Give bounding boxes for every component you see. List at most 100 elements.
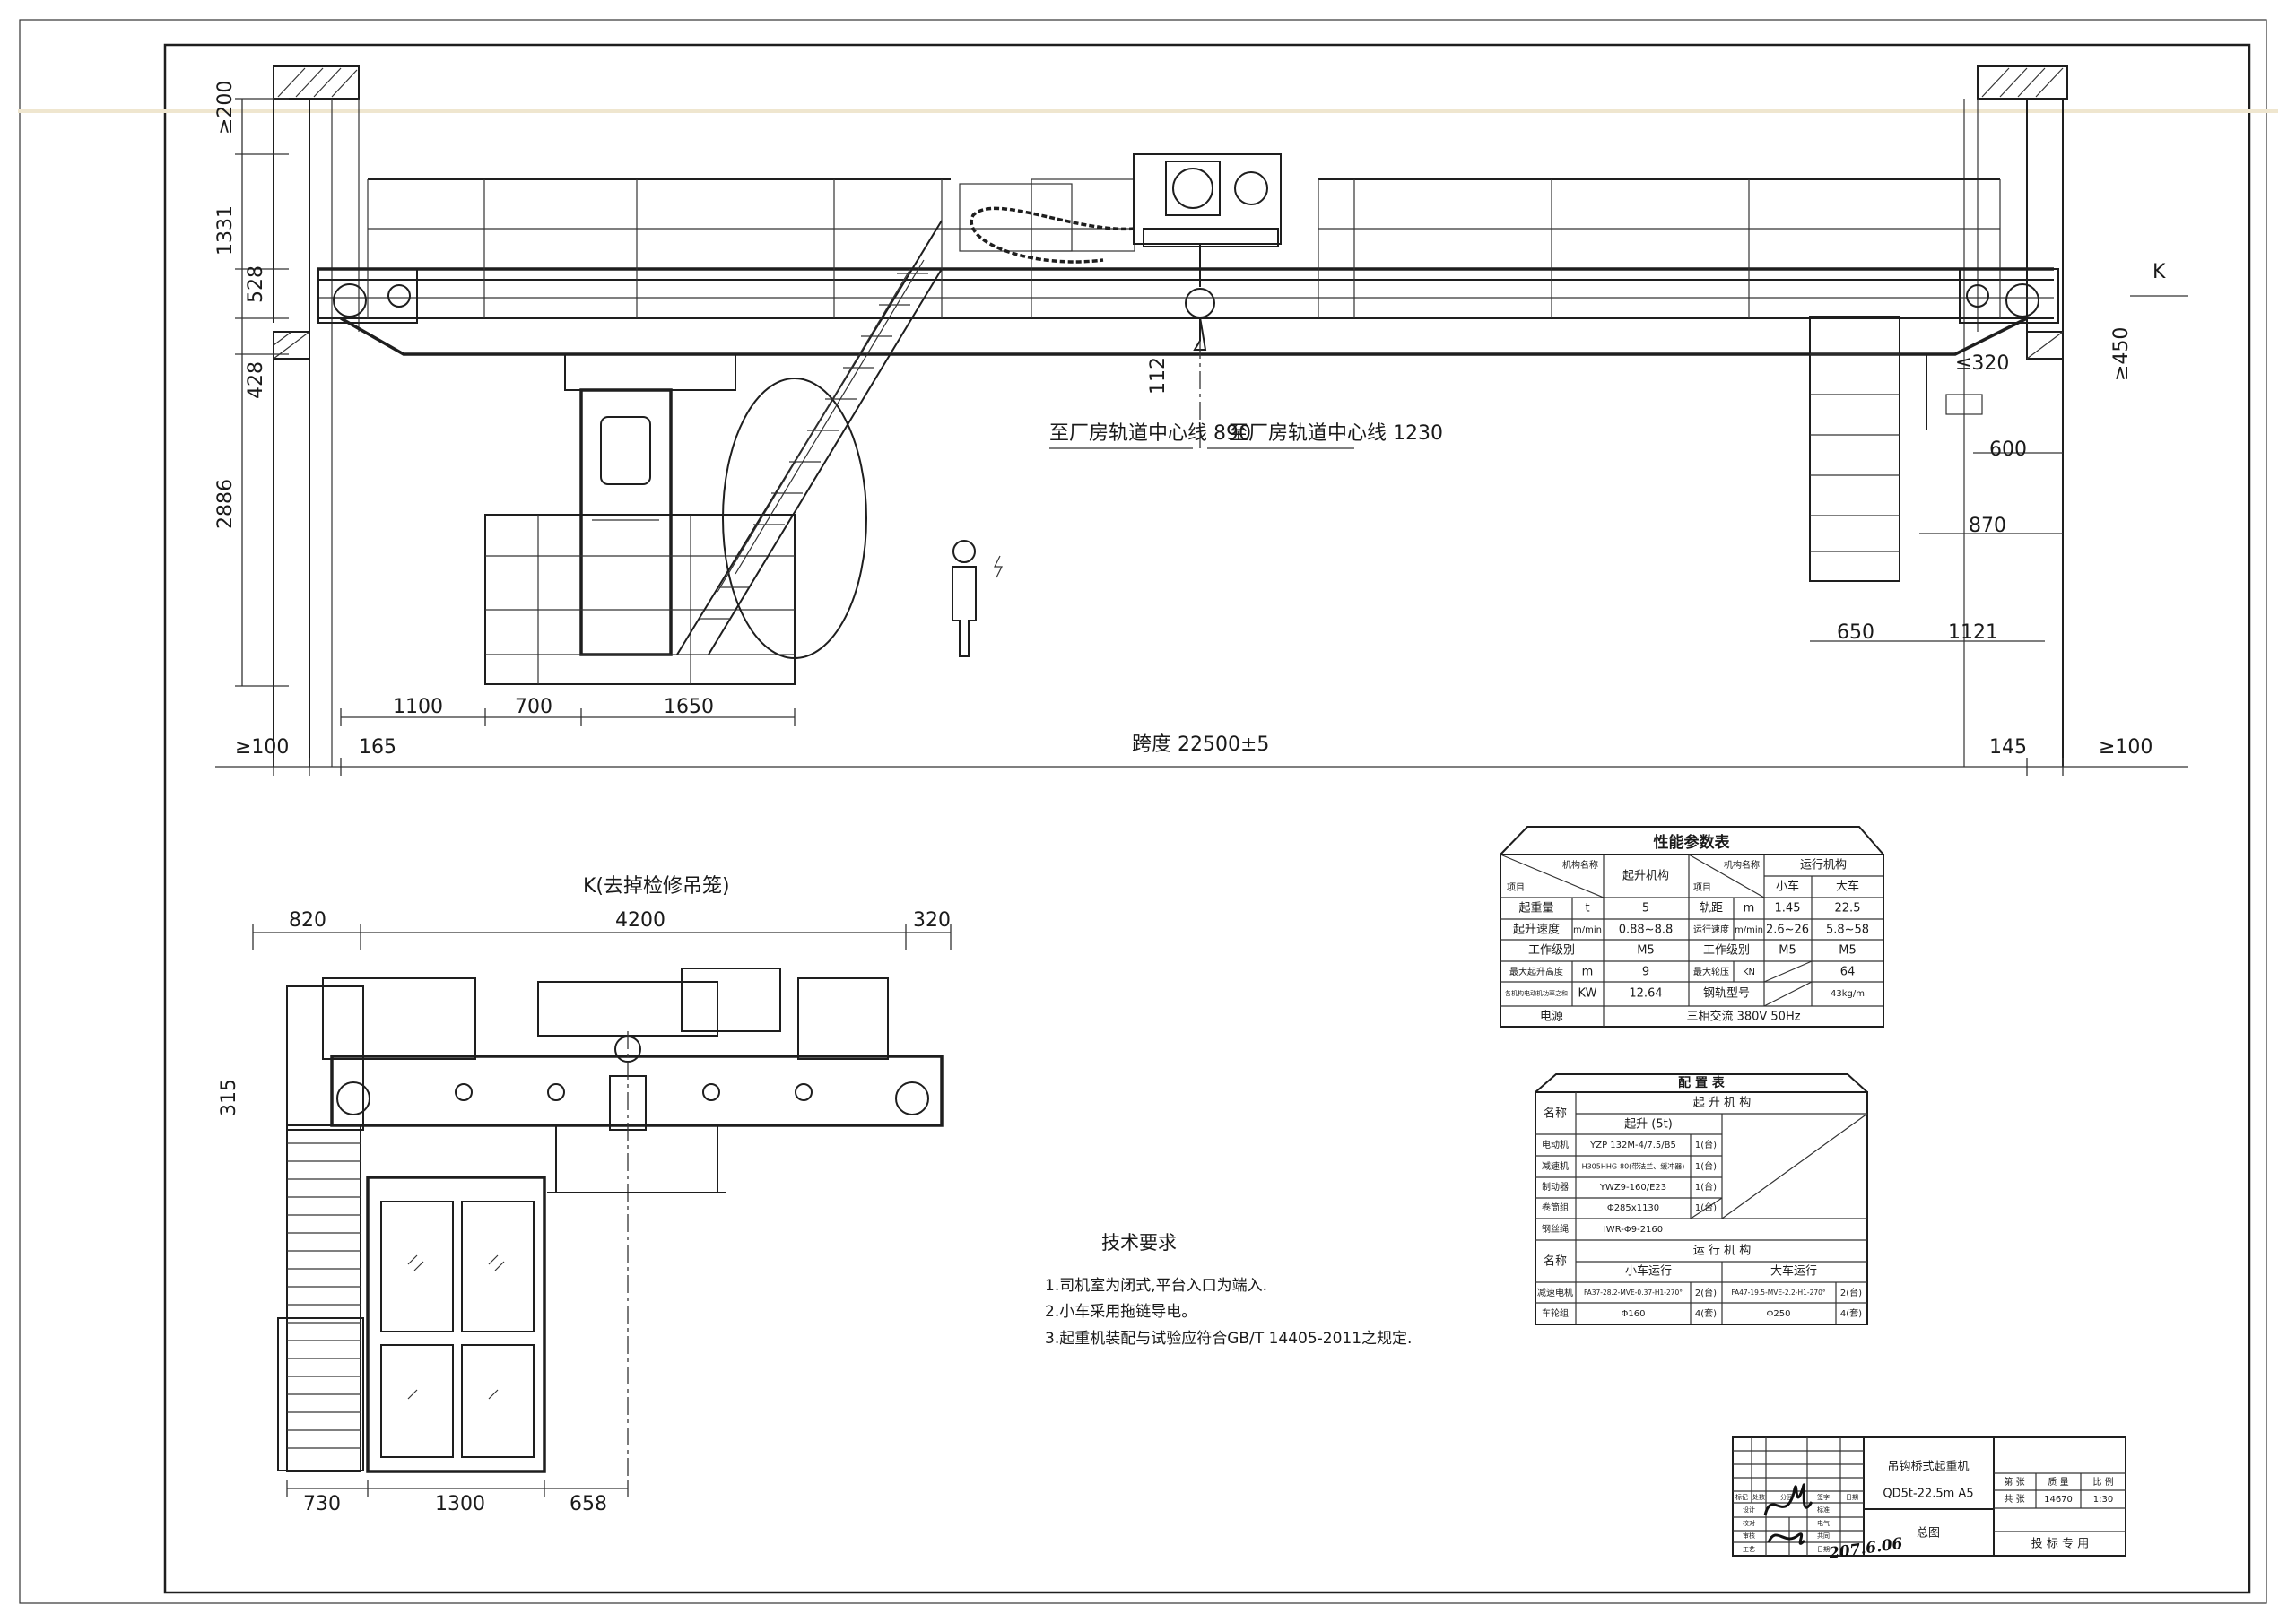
config-name-header-2: 名称: [1544, 1254, 1567, 1269]
role-left: 设计: [1743, 1506, 1755, 1514]
header-mech-name-2: 机构名称: [1724, 859, 1760, 871]
stairs: [676, 220, 943, 655]
dim-650: 650: [1837, 621, 1874, 644]
cell: 运行速度: [1693, 924, 1729, 935]
cell: 1.45: [1775, 902, 1801, 916]
cell: H305HHG-80(带法兰、缓冲器): [1582, 1162, 1685, 1171]
cell: m: [1744, 902, 1755, 916]
cell: 电动机: [1542, 1139, 1569, 1150]
wheel: [336, 1081, 370, 1115]
header-trolley: 小车: [1776, 880, 1799, 894]
header-item: 项目: [1507, 882, 1525, 893]
hook: [1185, 244, 1215, 448]
weight-label: 质 量: [2048, 1477, 2068, 1488]
inner-frame: [163, 43, 2251, 1594]
travel-mech-header: 运 行 机 构: [1693, 1245, 1751, 1258]
cell: M5: [1779, 944, 1796, 958]
rail-center-right: 至厂房轨道中心线 1230: [1229, 422, 1443, 445]
dim-528: 528: [245, 265, 267, 303]
dim-1331: 1331: [214, 205, 237, 256]
cell: 1(台): [1695, 1202, 1717, 1213]
scale-value: 1:30: [2093, 1495, 2113, 1505]
dim-span: 跨度 22500±5: [1132, 733, 1269, 756]
operator-figure-icon: [952, 540, 1003, 657]
cell: 最大轮压: [1693, 966, 1729, 977]
cell: KW: [1578, 987, 1597, 1001]
cell: FA47-19.5-MVE-2.2-H1-270°: [1731, 1289, 1826, 1297]
cell: 2.6~26: [1766, 924, 1809, 937]
dim-820: 820: [289, 909, 326, 932]
view-k-label: K: [2152, 261, 2166, 283]
performance-table-title: 性能参数表: [1654, 833, 1731, 852]
handwritten-signature: [1763, 1483, 1813, 1545]
cell: 2(台): [1840, 1287, 1862, 1298]
config-name-header: 名称: [1544, 1107, 1567, 1121]
role-right: 电气: [1817, 1519, 1830, 1527]
cell: m/min: [1735, 925, 1763, 935]
tech-req-title: 技术要求: [1101, 1232, 1177, 1254]
cell: 钢轨型号: [1703, 987, 1750, 1001]
rev-header: 处数: [1752, 1493, 1765, 1501]
header-mech-name: 机构名称: [1562, 859, 1598, 871]
dim-1100: 1100: [393, 696, 443, 718]
tech-req-item: 2.小车采用拖链导电。: [1045, 1303, 1196, 1321]
cell: 0.88~8.8: [1619, 924, 1674, 937]
cell: 各机构电动机功率之和: [1505, 989, 1568, 997]
dim-ge-100-right: ≥100: [2099, 736, 2152, 759]
dim-320: 320: [913, 909, 951, 932]
sheet-label: 第 张: [2004, 1476, 2024, 1488]
trolley: [970, 153, 1282, 264]
hoist-mech-header: 起 升 机 构: [1693, 1097, 1751, 1110]
cell: 车轮组: [1542, 1307, 1569, 1319]
dim-600: 600: [1989, 438, 2027, 461]
dim-1121: 1121: [1948, 621, 1998, 644]
cell: Φ285x1130: [1607, 1203, 1659, 1213]
end-carriage-right: [1959, 268, 2059, 324]
side-cab: [366, 1176, 546, 1473]
bridge-girder: [317, 267, 2054, 356]
side-stairs: [277, 1124, 364, 1472]
dim-730: 730: [303, 1493, 341, 1515]
role-left: 审核: [1743, 1532, 1755, 1540]
scale-label: 比 例: [2092, 1476, 2113, 1488]
cell: 三相交流 380V 50Hz: [1686, 1010, 1800, 1024]
dim-2886: 2886: [214, 479, 237, 529]
cell: t: [1585, 902, 1589, 916]
cell: M5: [1839, 944, 1857, 958]
dim-1300: 1300: [435, 1493, 485, 1515]
cell: 起重量: [1518, 901, 1553, 916]
cell: 1(台): [1695, 1139, 1717, 1150]
role-left: 工艺: [1743, 1546, 1755, 1553]
cell: 工作级别: [1528, 944, 1575, 958]
header-hoist: 起升机构: [1622, 870, 1669, 883]
cell: 5: [1642, 902, 1649, 916]
cell: 减速电机: [1537, 1287, 1573, 1298]
cell: m/min: [1573, 925, 1602, 935]
cell: YZP 132M-4/7.5/B5: [1589, 1141, 1676, 1150]
end-carriage-left: [317, 268, 418, 324]
cell: 64: [1840, 966, 1856, 979]
dim-315: 315: [218, 1079, 240, 1116]
role-right: 共同: [1817, 1532, 1830, 1540]
cell: 4(套): [1840, 1307, 1862, 1319]
header-crane: 大车: [1836, 880, 1859, 894]
cell: 轨距: [1700, 902, 1723, 916]
config-table-title: 配 置 表: [1678, 1075, 1726, 1090]
rail-center-left: 至厂房轨道中心线 890: [1049, 422, 1251, 445]
cell: M5: [1637, 944, 1655, 958]
cell: FA37-28.2-MVE-0.37-H1-270°: [1584, 1289, 1683, 1297]
dim-1650: 1650: [664, 696, 714, 718]
drawing-name: 总图: [1917, 1527, 1940, 1541]
rev-header: 分区: [1780, 1493, 1793, 1501]
cell: 1(台): [1695, 1181, 1717, 1193]
role-left: 校对: [1743, 1519, 1755, 1527]
cell: Φ250: [1767, 1309, 1791, 1319]
rev-header: 日期: [1846, 1494, 1858, 1501]
cell: 22.5: [1835, 902, 1861, 916]
hoist-sub-header: 起升 (5t): [1624, 1118, 1673, 1132]
cell: m: [1582, 966, 1594, 979]
signature-date: 207.6.06: [1827, 1535, 1904, 1563]
platform: [484, 378, 867, 685]
header-item-2: 项目: [1693, 882, 1711, 893]
